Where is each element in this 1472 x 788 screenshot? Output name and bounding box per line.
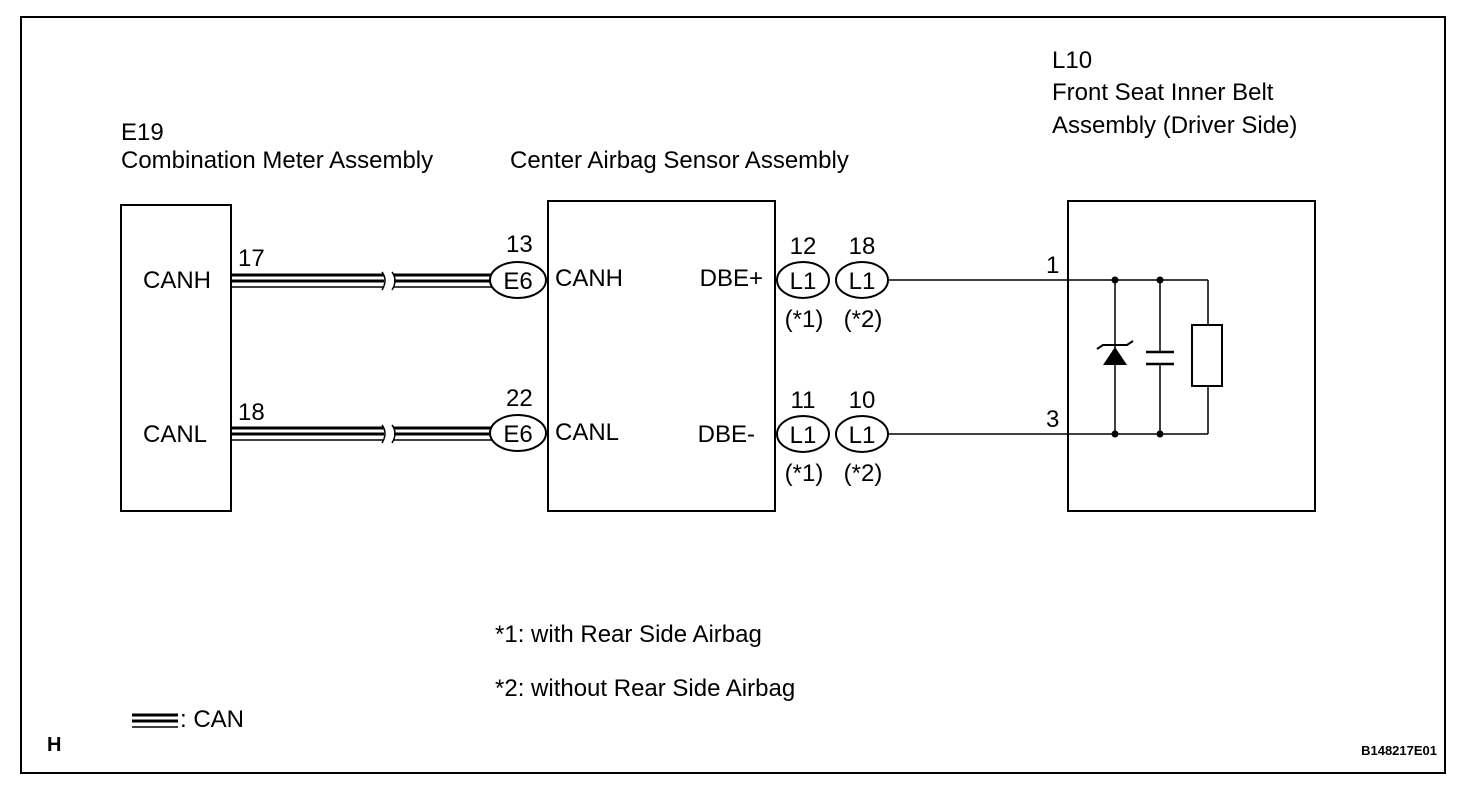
- belt-box: [1067, 200, 1316, 512]
- belt-name-line1: Front Seat Inner Belt: [1052, 79, 1274, 106]
- variant-mark-1-bottom: (*1): [785, 460, 824, 487]
- figure-code: B148217E01: [1361, 743, 1437, 758]
- note-1: *1: with Rear Side Airbag: [495, 621, 762, 648]
- belt-internal-circuit: [1111, 276, 1209, 438]
- meter-pin-canh: CANH: [143, 267, 211, 294]
- sensor-pin-10: 10: [849, 387, 876, 414]
- meter-pin-canl: CANL: [143, 421, 207, 448]
- variant-mark-2-bottom: (*2): [844, 460, 883, 487]
- belt-code: L10: [1052, 47, 1092, 74]
- meter-code: E19: [121, 119, 164, 146]
- meter-box: [120, 204, 232, 512]
- connector-l1-dbe-minus-1-label: L1: [790, 422, 817, 449]
- variant-mark-1-top: (*1): [785, 306, 824, 333]
- can-wire-canl: [231, 424, 493, 444]
- airbag-sensor-name: Center Airbag Sensor Assembly: [510, 147, 849, 174]
- connector-l1-dbe-plus-2-label: L1: [849, 268, 876, 295]
- capacitor-icon: [1146, 350, 1174, 366]
- variant-mark-2-top: (*2): [844, 306, 883, 333]
- sensor-pin-dbe-minus: DBE-: [698, 421, 755, 448]
- outer-frame: [20, 16, 1446, 774]
- connector-e6-canh: [489, 261, 547, 299]
- connector-e6-canl-label: E6: [503, 421, 532, 448]
- meter-name: Combination Meter Assembly: [121, 147, 433, 174]
- connector-l1-dbe-plus-1-label: L1: [790, 268, 817, 295]
- connector-l1-dbe-plus-1: [776, 261, 830, 299]
- resistor-icon: [1191, 324, 1223, 387]
- connector-e6-canh-label: E6: [503, 268, 532, 295]
- sensor-pin-18: 18: [849, 233, 876, 260]
- sensor-pin-dbe-plus: DBE+: [700, 265, 763, 292]
- belt-pin-3: 3: [1046, 406, 1059, 433]
- connector-e6-canl: [489, 414, 547, 452]
- sensor-pin-canh: CANH: [555, 265, 623, 292]
- airbag-sensor-box: [547, 200, 776, 512]
- connector-l1-dbe-minus-1: [776, 415, 830, 453]
- sensor-pin-11: 11: [791, 387, 816, 414]
- sensor-pin-22: 22: [506, 385, 533, 412]
- note-2: *2: without Rear Side Airbag: [495, 675, 795, 702]
- meter-pin-17: 17: [238, 245, 265, 272]
- zener-diode-icon: [1096, 340, 1134, 365]
- belt-name-line2: Assembly (Driver Side): [1052, 112, 1297, 139]
- connector-l1-dbe-minus-2-label: L1: [849, 422, 876, 449]
- sensor-pin-canl: CANL: [555, 419, 619, 446]
- belt-pin-1: 1: [1046, 252, 1059, 279]
- meter-pin-18: 18: [238, 399, 265, 426]
- can-legend-label: : CAN: [180, 706, 244, 733]
- can-wire-canh: [231, 271, 493, 291]
- frame-letter: H: [47, 734, 61, 756]
- sensor-pin-12: 12: [790, 233, 817, 260]
- can-legend-swatch: [132, 713, 178, 728]
- sensor-pin-13: 13: [506, 231, 533, 258]
